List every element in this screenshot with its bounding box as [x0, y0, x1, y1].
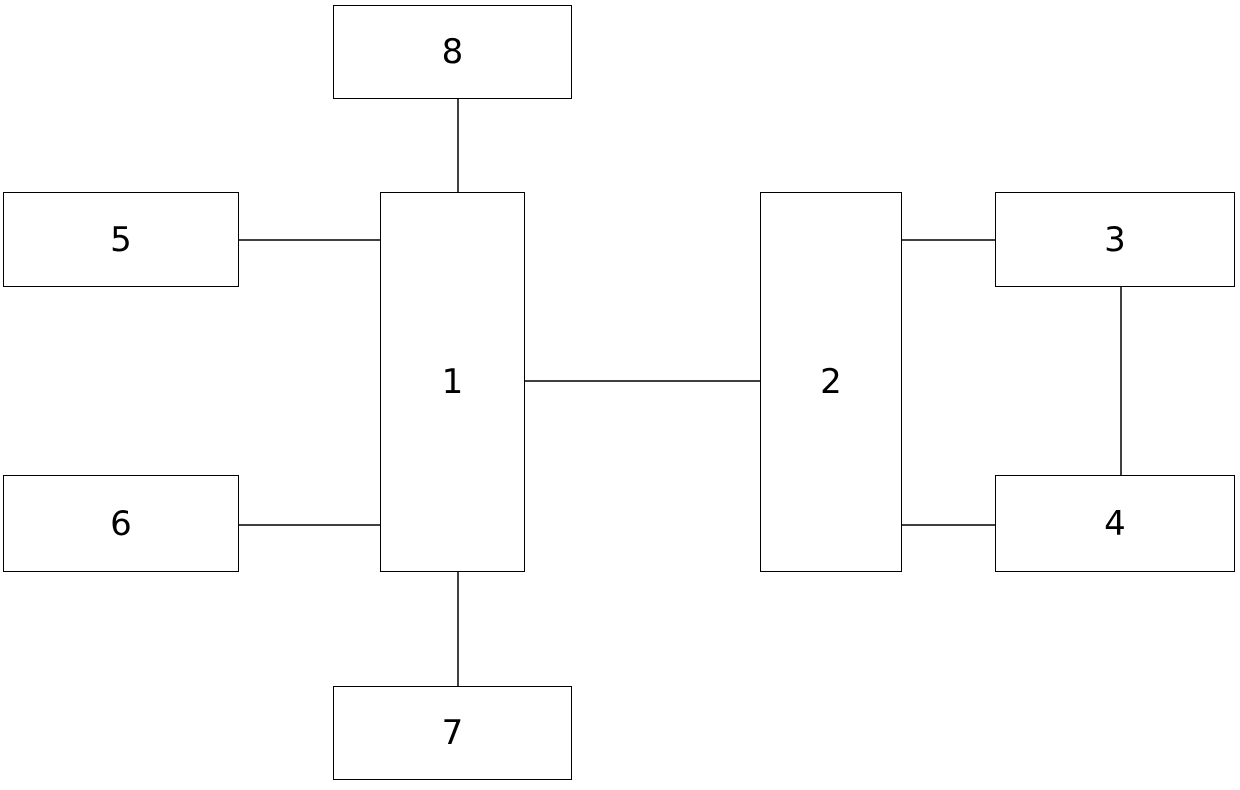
block-5-label: 5: [110, 219, 132, 260]
block-7-label: 7: [441, 713, 464, 753]
block-3: 3: [995, 192, 1235, 287]
block-2: 2: [760, 192, 902, 572]
block-8: 8: [333, 5, 572, 99]
block-7: 7: [333, 686, 572, 780]
block-4: 4: [995, 475, 1235, 572]
block-4-label: 4: [1104, 503, 1126, 544]
block-6: 6: [3, 475, 239, 572]
block-3-label: 3: [1104, 219, 1126, 260]
block-1-label: 1: [441, 362, 464, 402]
block-6-label: 6: [110, 503, 132, 544]
block-2-label: 2: [820, 362, 842, 402]
block-8-label: 8: [441, 32, 464, 72]
block-5: 5: [3, 192, 239, 287]
block-1: 1: [380, 192, 525, 572]
